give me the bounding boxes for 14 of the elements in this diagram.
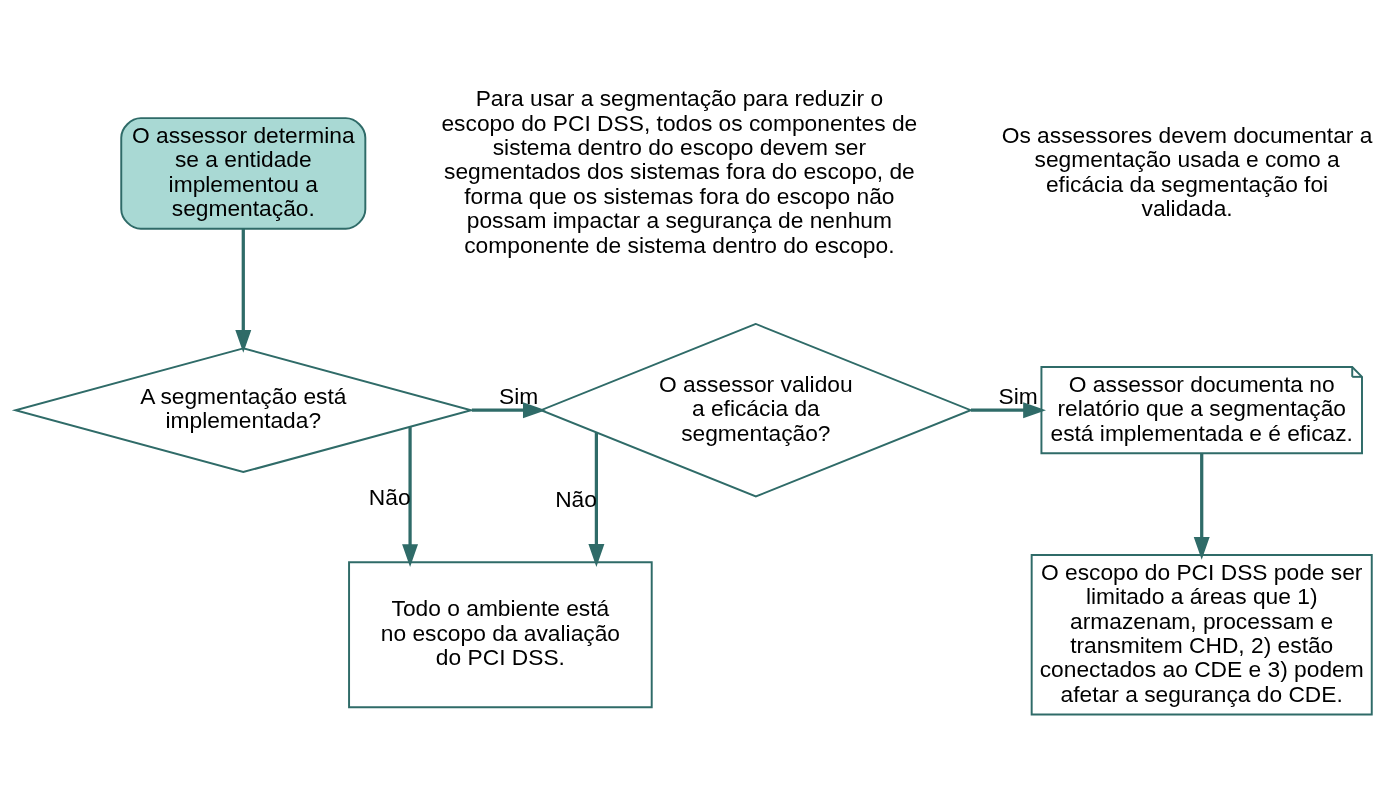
edge-label: Sim — [498, 383, 539, 410]
node-box: O escopo do PCI DSS pode ser limitado a áreas que 1) armazenam, processam e transmitem CHD, 2) estão conectados ao CDE e 3) podem afetar a segurança do CDE. — [1030, 554, 1373, 716]
arrow — [588, 432, 605, 567]
arrow — [1193, 453, 1210, 560]
arrow — [235, 228, 252, 353]
label: Os assessores devem documentar a segmentação usada e como a eficácia da segmentação foi validada. — [1001, 121, 1373, 222]
node-box: Todo o ambiente está no escopo da avaliação do PCI DSS. — [348, 561, 653, 709]
arrow — [471, 402, 546, 419]
node-box: O assessor determina se a entidade implementou a segmentação. — [120, 117, 367, 230]
arrow — [402, 427, 419, 567]
arrow — [970, 402, 1046, 419]
edge-label: Sim — [998, 383, 1038, 410]
node-diamond: A segmentação está implementada? — [11, 347, 475, 474]
label: Para usar a segmentação para reduzir o escopo do PCI DSS, todos os componentes de sistema dentro do escopo devem ser segmentados dos sistemas fora do escopo, de forma que os sistemas fora do escopo não possam impactar a segurança de nenhum componente de sistema dentro do escopo. — [441, 85, 918, 258]
